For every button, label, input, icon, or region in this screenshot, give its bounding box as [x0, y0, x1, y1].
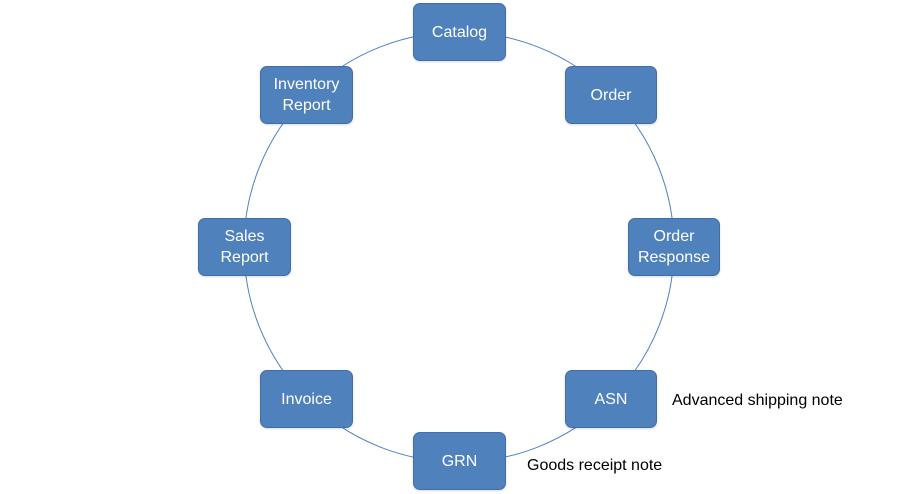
- node-order-response: Order Response: [628, 218, 720, 276]
- node-grn: GRN: [413, 432, 506, 490]
- annotation-grn: Goods receipt note: [527, 457, 663, 474]
- node-sales-report: Sales Report: [198, 218, 291, 276]
- node-order: Order: [565, 66, 657, 124]
- annotation-asn: Advanced shipping note: [672, 392, 843, 409]
- node-catalog: Catalog: [413, 3, 506, 61]
- node-invoice: Invoice: [260, 370, 353, 428]
- node-asn: ASN: [565, 370, 657, 428]
- node-inventory-report: Inventory Report: [260, 66, 353, 124]
